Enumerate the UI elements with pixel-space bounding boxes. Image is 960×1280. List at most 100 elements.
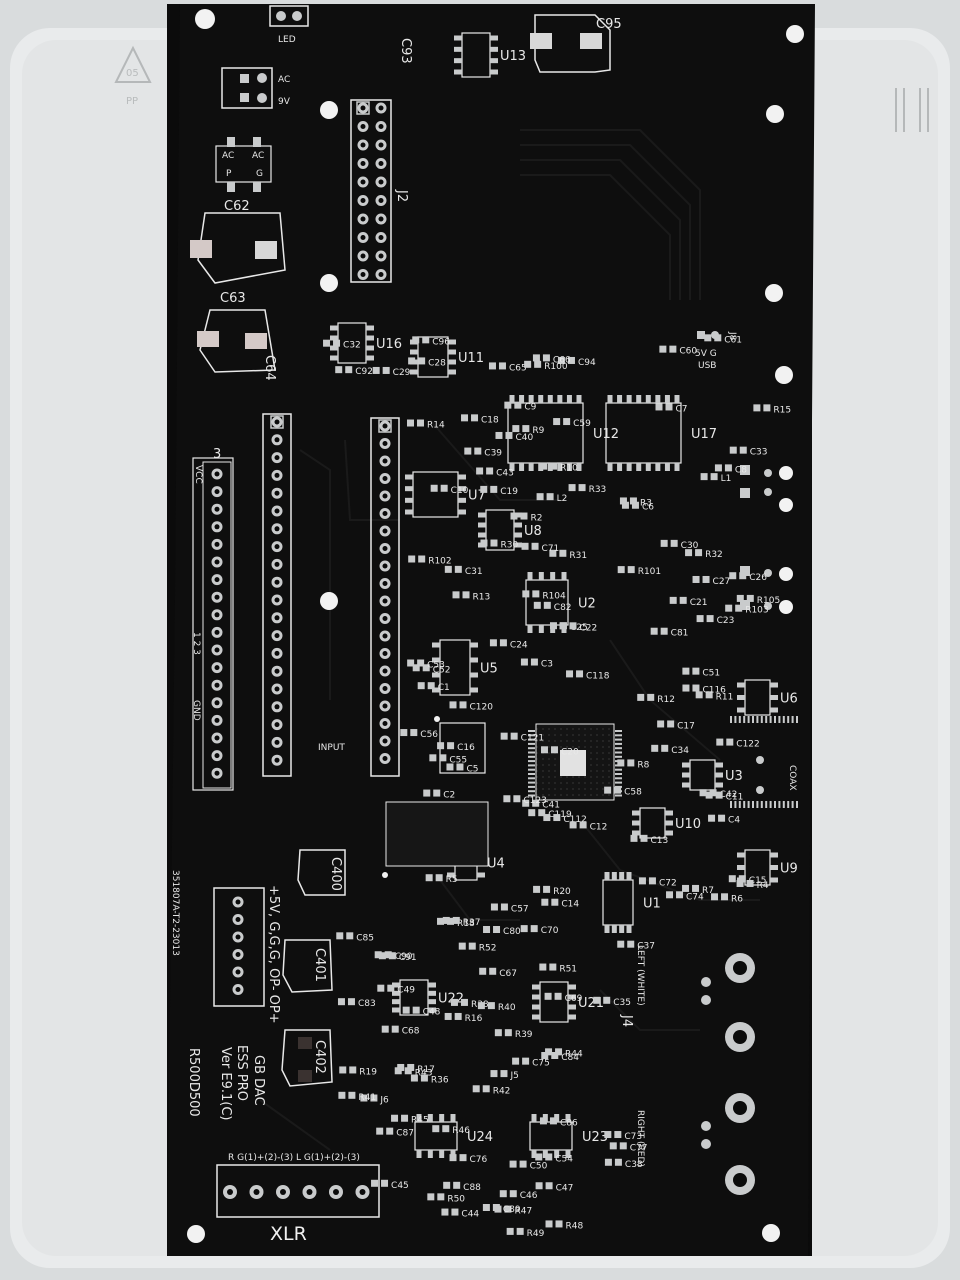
smd-part-r36: R36 [410,1074,449,1086]
svg-text:AC: AC [252,151,264,161]
svg-text:J2: J2 [394,189,409,202]
svg-text:U4: U4 [487,857,505,872]
smd-part-c13: C13 [630,834,668,846]
svg-text:C90: C90 [395,952,413,962]
svg-text:C29: C29 [393,368,411,378]
smd-part-c46: C46 [499,1190,538,1201]
svg-text:C11: C11 [726,793,744,803]
svg-text:U1: U1 [643,897,661,912]
svg-text:C31: C31 [465,567,483,577]
smd-part-c58: C58 [604,786,642,798]
smd-part-c94: C94 [557,356,596,368]
smd-part-c86: C86 [539,1117,578,1128]
svg-text:C60: C60 [679,347,697,357]
smd-part-c11: C11 [705,791,744,803]
smd-part-r17: R17 [397,1063,435,1075]
svg-text:C88: C88 [463,1183,481,1193]
svg-text:C91: C91 [399,953,417,963]
smd-part-c66: C66 [532,354,571,365]
smd-part-r3: R3 [619,497,652,508]
mounting-hole [779,567,793,581]
svg-text:C47: C47 [556,1183,574,1193]
svg-text:C80: C80 [503,927,521,937]
smd-part-c55: C55 [429,754,467,765]
svg-text:R103: R103 [745,606,768,616]
smd-part-c29: C29 [372,366,411,378]
smd-part-c41: C41 [522,799,560,811]
smd-part-c24: C24 [489,639,528,650]
svg-text:LED: LED [278,35,296,45]
svg-text:U5: U5 [480,662,498,677]
svg-text:C73: C73 [624,1132,642,1142]
smd-part-r100: R100 [524,360,568,372]
mounting-hole [786,25,804,43]
smd-part-c75: C75 [512,1057,550,1069]
svg-text:C83: C83 [358,999,376,1009]
svg-text:351807A-T2-23013: 351807A-T2-23013 [170,870,180,956]
svg-text:C5: C5 [466,764,478,774]
smd-part-c120: C120 [449,701,493,712]
smd-part-c15: C15 [728,875,767,886]
smd-part-r44: R44 [545,1048,583,1059]
smd-part-r5: R5 [425,874,458,885]
svg-text:C44: C44 [461,1210,479,1220]
svg-text:C32: C32 [343,341,361,351]
svg-text:C56: C56 [420,730,438,740]
svg-text:R32: R32 [705,550,723,560]
smd-part-r51: R51 [539,963,577,975]
svg-text:C65: C65 [509,363,527,373]
smd-part-r20: R20 [533,885,571,897]
svg-text:U6: U6 [780,692,798,707]
smd-part-r32: R32 [685,549,723,560]
smd-part-c47: C47 [535,1182,574,1193]
cap-label-c63: C63 [220,291,246,306]
cap-label-c64: C64 [262,355,277,381]
recycle-icon: 05 PP [114,45,152,107]
smd-part-c91: C91 [378,952,417,963]
svg-text:C62: C62 [224,199,250,214]
svg-text:R4: R4 [757,881,769,891]
svg-text:C37: C37 [637,942,655,952]
smd-part-c44: C44 [441,1208,479,1220]
mounting-hole [320,592,338,610]
smd-part-c37: C37 [617,940,655,952]
svg-text:USB: USB [698,361,716,371]
svg-text:R47: R47 [514,1207,532,1217]
smd-part-c40: C40 [495,431,533,443]
svg-text:C2: C2 [443,791,455,801]
svg-text:R102: R102 [428,556,451,566]
smd-part-c53: C53 [407,659,445,670]
smd-part-c48: C48 [402,1006,441,1018]
svg-text:C3: C3 [541,660,553,670]
svg-text:C18: C18 [481,415,499,425]
ic-u24: U24 [414,1114,493,1158]
svg-text:C48: C48 [423,1008,441,1018]
svg-text:C33: C33 [750,448,768,458]
smd-part-c82: C82 [533,601,572,613]
ic-u1: U1 [602,872,661,933]
svg-text:R500D500: R500D500 [186,1048,201,1117]
svg-text:U13: U13 [500,49,526,64]
smd-part-c54: C54 [535,1153,573,1164]
ic-u9: U9 [737,849,798,886]
smd-part-c38: C38 [604,1158,643,1170]
smd-part-c71: C71 [521,542,559,554]
svg-text:LEFT (WHITE): LEFT (WHITE) [635,945,645,1006]
svg-text:3: 3 [213,447,221,462]
svg-text:G: G [256,169,263,179]
svg-text:C118: C118 [586,671,610,681]
mounting-hole [762,1224,780,1242]
svg-text:C1: C1 [438,683,450,693]
svg-text:R12: R12 [657,695,675,705]
cap-label-c400: C400 [328,857,343,891]
smd-part-c85: C85 [336,932,374,943]
svg-text:C123: C123 [523,796,546,806]
svg-text:C42: C42 [720,790,738,800]
svg-text:L2: L2 [557,494,568,504]
mounting-hole [320,101,338,119]
mounting-hole [320,274,338,292]
smd-part-r48: R48 [545,1220,584,1231]
smd-part-j6: J6 [360,1094,389,1106]
svg-text:R101: R101 [638,567,661,577]
smd-part-c17: C17 [657,720,695,731]
